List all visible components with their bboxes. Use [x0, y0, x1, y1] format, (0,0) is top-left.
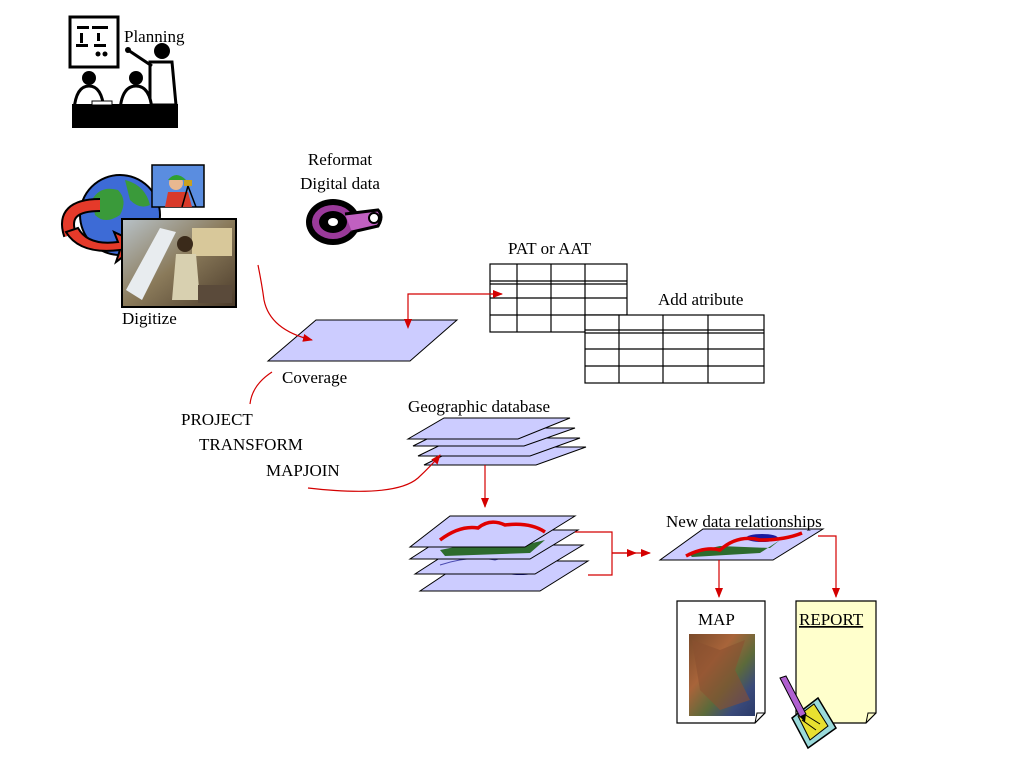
geographic-database-label: Geographic database: [408, 397, 550, 416]
planning-meeting-icon: [68, 15, 178, 128]
surveyor-icon: [151, 164, 205, 208]
arrow-coverage-to-pat: [404, 290, 503, 329]
flow-arrows: [249, 264, 840, 598]
digitize-label: Digitize: [122, 309, 177, 328]
combined-layer: [658, 528, 825, 561]
report-label: REPORT: [799, 610, 864, 629]
arrow-combined-to-report: [818, 535, 840, 598]
command-mapjoin: MAPJOIN: [266, 461, 340, 480]
new-data-relationships-label: New data relationships: [666, 512, 822, 531]
arrow-digitize-to-coverage: [257, 264, 313, 342]
command-project: PROJECT: [181, 410, 253, 429]
overlay-layer-stack: [408, 515, 590, 592]
map-label: MAP: [698, 610, 735, 629]
add-attribute-label: Add atribute: [658, 290, 743, 309]
arrow-overlay-bracket: [575, 531, 613, 576]
coverage-label: Coverage: [282, 368, 347, 387]
attribute-table: [584, 314, 765, 384]
pat-aat-label: PAT or AAT: [508, 239, 592, 258]
reformat-label-line1: Reformat: [308, 150, 372, 169]
planning-label: Planning: [124, 27, 185, 46]
reformat-label-line2: Digital data: [300, 174, 380, 193]
arrow-commands-curve: [249, 371, 273, 405]
coverage-layer: [266, 319, 459, 362]
map-document: [676, 600, 766, 724]
pencil-notepad-icon: [779, 675, 837, 750]
command-transform: TRANSFORM: [199, 435, 303, 454]
satellite-map-image-icon: [689, 634, 755, 716]
geographic-database-stack: [406, 417, 587, 466]
digitizing-photo-icon: [121, 218, 237, 308]
arrow-mapjoin-to-database: [307, 454, 441, 492]
tape-reel-icon: [306, 199, 383, 245]
